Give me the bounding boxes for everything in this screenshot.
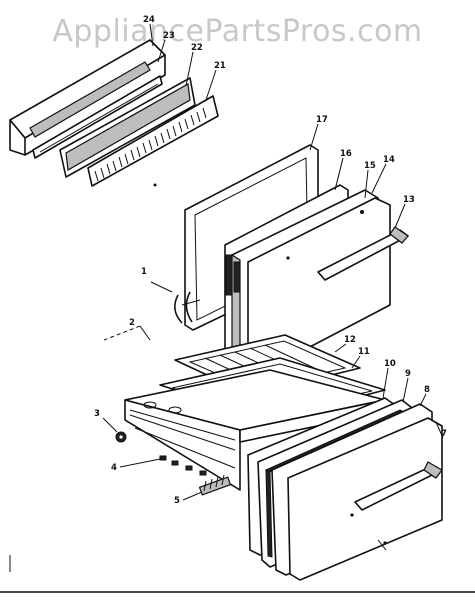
callout-7: 7 bbox=[441, 429, 447, 439]
callout-13: 13 bbox=[403, 195, 415, 205]
part-5-element[interactable] bbox=[198, 474, 232, 496]
callout-labels: 24 23 22 21 17 16 15 14 13 1 2 12 11 10 … bbox=[94, 15, 447, 506]
callout-5: 5 bbox=[174, 496, 180, 506]
callout-4: 4 bbox=[111, 463, 117, 473]
callout-8: 8 bbox=[424, 385, 430, 395]
callout-1: 1 bbox=[141, 267, 147, 277]
callout-21: 21 bbox=[214, 61, 226, 71]
part-3-knob[interactable] bbox=[115, 431, 127, 443]
callout-9: 9 bbox=[405, 369, 411, 379]
callout-24: 24 bbox=[143, 15, 155, 25]
callout-22: 22 bbox=[191, 43, 203, 53]
callout-14: 14 bbox=[383, 155, 395, 165]
part-22-control-panel[interactable] bbox=[59, 77, 196, 178]
callout-2: 2 bbox=[129, 318, 135, 328]
callout-12: 12 bbox=[344, 335, 356, 345]
part-23-trim-strip[interactable] bbox=[32, 75, 163, 159]
callout-11: 11 bbox=[358, 347, 370, 357]
callout-17: 17 bbox=[316, 115, 328, 125]
leader-lines bbox=[0, 23, 475, 593]
part-13-door-handle[interactable] bbox=[317, 226, 409, 281]
part-4-drawer-body[interactable] bbox=[124, 369, 386, 491]
part-1-hinge[interactable] bbox=[174, 291, 201, 324]
part-24-backguard-housing[interactable] bbox=[9, 39, 166, 156]
callout-3: 3 bbox=[94, 409, 100, 419]
callout-23: 23 bbox=[163, 31, 175, 41]
part-21-vent-grille[interactable] bbox=[87, 95, 219, 187]
site-watermark: AppliancePartsPros.com bbox=[52, 14, 423, 49]
callout-10: 10 bbox=[384, 359, 396, 369]
callout-15: 15 bbox=[364, 161, 376, 171]
detail-dot bbox=[153, 183, 157, 187]
part-7-door-handle[interactable] bbox=[354, 461, 443, 511]
callout-16: 16 bbox=[340, 149, 352, 159]
